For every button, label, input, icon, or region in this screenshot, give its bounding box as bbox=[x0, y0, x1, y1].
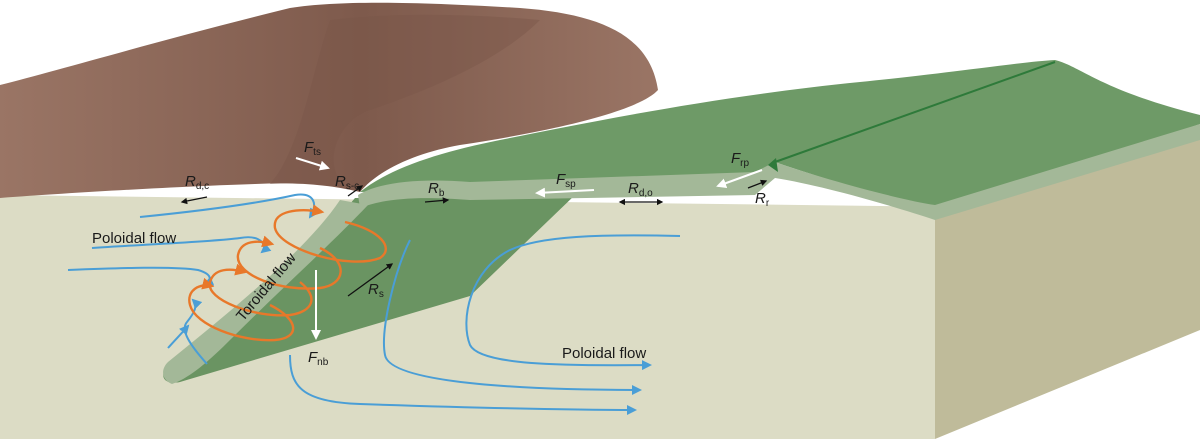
label-r-r: Rr bbox=[755, 190, 770, 209]
toroidal-loop bbox=[208, 263, 313, 317]
force-arrows bbox=[180, 157, 768, 340]
subducting-slab bbox=[163, 195, 575, 383]
mantle-side-face bbox=[935, 124, 1200, 439]
label-r-b-main: R bbox=[428, 180, 439, 197]
label-f-sp-main: F bbox=[556, 171, 566, 188]
r-b-arrow bbox=[424, 197, 450, 204]
label-f-rp-sub: rp bbox=[740, 158, 749, 169]
r-s-arrow bbox=[347, 263, 394, 297]
poloidal-flow-line bbox=[465, 234, 681, 371]
label-poloidal-flow-left: Poloidal flow bbox=[92, 230, 176, 247]
f-sp-arrow bbox=[535, 187, 595, 198]
label-f-nb-main: F bbox=[308, 349, 318, 366]
label-r-sc-main: R bbox=[335, 173, 346, 190]
r-sc-arrow bbox=[347, 185, 364, 197]
label-r-sc-sub: s-c bbox=[346, 181, 359, 192]
toroidal-loop bbox=[273, 204, 387, 263]
label-r-dc-sub: d,c bbox=[196, 181, 209, 192]
label-poloidal-flow-right: Poloidal flow bbox=[562, 345, 646, 362]
poloidal-flow-right bbox=[289, 234, 681, 415]
label-r-sc: Rs-c bbox=[335, 173, 359, 192]
label-r-r-sub: r bbox=[766, 198, 770, 209]
label-f-ts-main: F bbox=[304, 139, 314, 156]
label-r-b: Rb bbox=[428, 180, 445, 199]
label-f-rp: Frp bbox=[731, 150, 750, 169]
label-f-sp-sub: sp bbox=[565, 179, 576, 190]
ridge-line bbox=[774, 61, 1056, 163]
label-f-nb-sub: nb bbox=[317, 357, 329, 368]
label-r-do: Rd,o bbox=[628, 180, 653, 199]
r-dc-arrow bbox=[180, 196, 208, 205]
label-f-ts: Fts bbox=[304, 139, 321, 158]
label-f-ts-sub: ts bbox=[313, 147, 321, 158]
f-rp-arrow bbox=[716, 169, 763, 188]
continent-shading bbox=[270, 14, 540, 189]
label-r-do-main: R bbox=[628, 180, 639, 197]
poloidal-flow-line bbox=[183, 298, 208, 365]
toroidal-flow-loops bbox=[188, 204, 387, 342]
label-r-do-sub: d,o bbox=[639, 188, 653, 199]
label-r-b-sub: b bbox=[439, 188, 445, 199]
label-f-nb: Fnb bbox=[308, 349, 329, 368]
label-r-dc: Rd,c bbox=[185, 173, 209, 192]
f-ts-arrow bbox=[295, 157, 330, 171]
toroidal-loop bbox=[188, 277, 295, 342]
label-r-s-sub: s bbox=[379, 289, 384, 300]
poloidal-flow-line bbox=[289, 354, 637, 415]
oceanic-plate-edge bbox=[358, 124, 1200, 220]
poloidal-flow-line bbox=[383, 239, 642, 395]
ridge-marker bbox=[768, 158, 778, 172]
label-f-sp: Fsp bbox=[556, 171, 576, 190]
slab-edge bbox=[163, 200, 368, 384]
label-r-s-main: R bbox=[368, 281, 379, 298]
toroidal-loop bbox=[236, 235, 342, 290]
label-r-r-main: R bbox=[755, 190, 766, 207]
r-r-arrow bbox=[747, 179, 768, 189]
label-r-dc-main: R bbox=[185, 173, 196, 190]
continent-block bbox=[0, 2, 658, 199]
label-r-s: Rs bbox=[368, 281, 384, 300]
label-f-rp-main: F bbox=[731, 150, 741, 167]
poloidal-flow-line bbox=[139, 193, 319, 219]
poloidal-flow-line bbox=[167, 324, 190, 349]
